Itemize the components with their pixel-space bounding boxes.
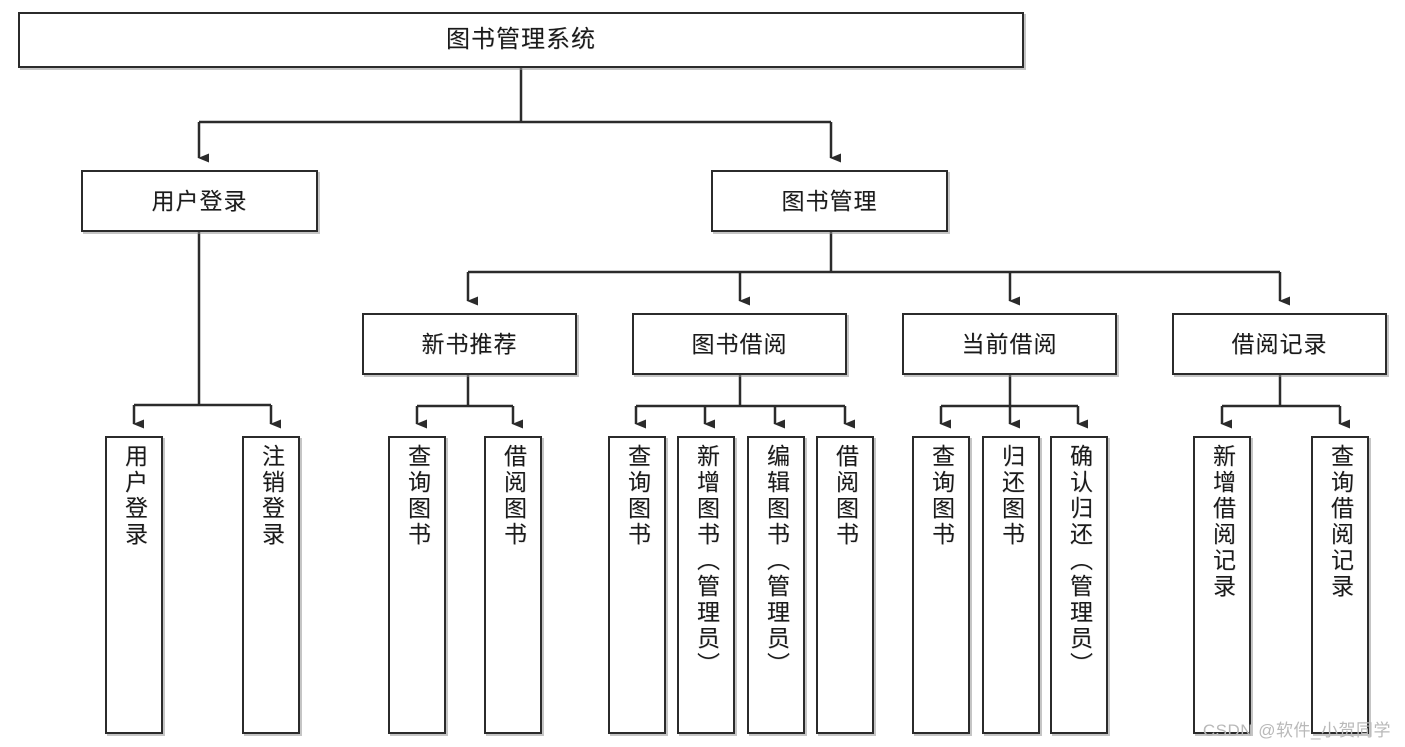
node-borrow-record[interactable]: 借阅记录 <box>1172 313 1387 375</box>
leaf-borrow-query[interactable]: 查询图书 <box>608 436 666 734</box>
leaf-borrow-add-book-label: 新增图书（管理员） <box>693 444 720 678</box>
leaf-current-return[interactable]: 归还图书 <box>982 436 1040 734</box>
node-user-login-label: 用户登录 <box>151 187 248 214</box>
node-borrow-record-label: 借阅记录 <box>1231 330 1328 357</box>
leaf-record-query-label: 查询借阅记录 <box>1327 444 1354 600</box>
node-user-login[interactable]: 用户登录 <box>81 170 318 232</box>
leaf-current-confirm-return[interactable]: 确认归还（管理员） <box>1050 436 1108 734</box>
leaf-record-query[interactable]: 查询借阅记录 <box>1311 436 1369 734</box>
leaf-new-book-borrow[interactable]: 借阅图书 <box>484 436 542 734</box>
leaf-record-add-label: 新增借阅记录 <box>1209 444 1236 600</box>
node-new-book-recommend-label: 新书推荐 <box>421 330 518 357</box>
leaf-user-login-login[interactable]: 用户登录 <box>105 436 163 734</box>
leaf-borrow-borrow-book-label: 借阅图书 <box>832 444 859 548</box>
leaf-current-query[interactable]: 查询图书 <box>912 436 970 734</box>
leaf-borrow-edit-book[interactable]: 编辑图书（管理员） <box>747 436 805 734</box>
leaf-new-book-query[interactable]: 查询图书 <box>388 436 446 734</box>
leaf-current-return-label: 归还图书 <box>998 444 1025 548</box>
node-current-borrow[interactable]: 当前借阅 <box>902 313 1117 375</box>
leaf-new-book-query-label: 查询图书 <box>404 444 431 548</box>
node-new-book-recommend[interactable]: 新书推荐 <box>362 313 577 375</box>
leaf-record-add[interactable]: 新增借阅记录 <box>1193 436 1251 734</box>
node-root[interactable]: 图书管理系统 <box>18 12 1024 68</box>
watermark: CSDN @软件_小贺同学 <box>1202 721 1391 740</box>
leaf-current-query-label: 查询图书 <box>928 444 955 548</box>
leaf-borrow-edit-book-label: 编辑图书（管理员） <box>763 444 790 678</box>
leaf-borrow-query-label: 查询图书 <box>624 444 651 548</box>
leaf-borrow-add-book[interactable]: 新增图书（管理员） <box>677 436 735 734</box>
node-book-management-label: 图书管理 <box>781 187 878 214</box>
node-book-management[interactable]: 图书管理 <box>711 170 948 232</box>
node-root-label: 图书管理系统 <box>446 26 596 54</box>
node-book-borrow-label: 图书借阅 <box>691 330 788 357</box>
leaf-user-login-logout-label: 注销登录 <box>258 444 285 548</box>
leaf-current-confirm-return-label: 确认归还（管理员） <box>1066 444 1093 678</box>
leaf-user-login-logout[interactable]: 注销登录 <box>242 436 300 734</box>
leaf-new-book-borrow-label: 借阅图书 <box>500 444 527 548</box>
node-current-borrow-label: 当前借阅 <box>961 330 1058 357</box>
leaf-user-login-login-label: 用户登录 <box>121 444 148 548</box>
node-book-borrow[interactable]: 图书借阅 <box>632 313 847 375</box>
leaf-borrow-borrow-book[interactable]: 借阅图书 <box>816 436 874 734</box>
